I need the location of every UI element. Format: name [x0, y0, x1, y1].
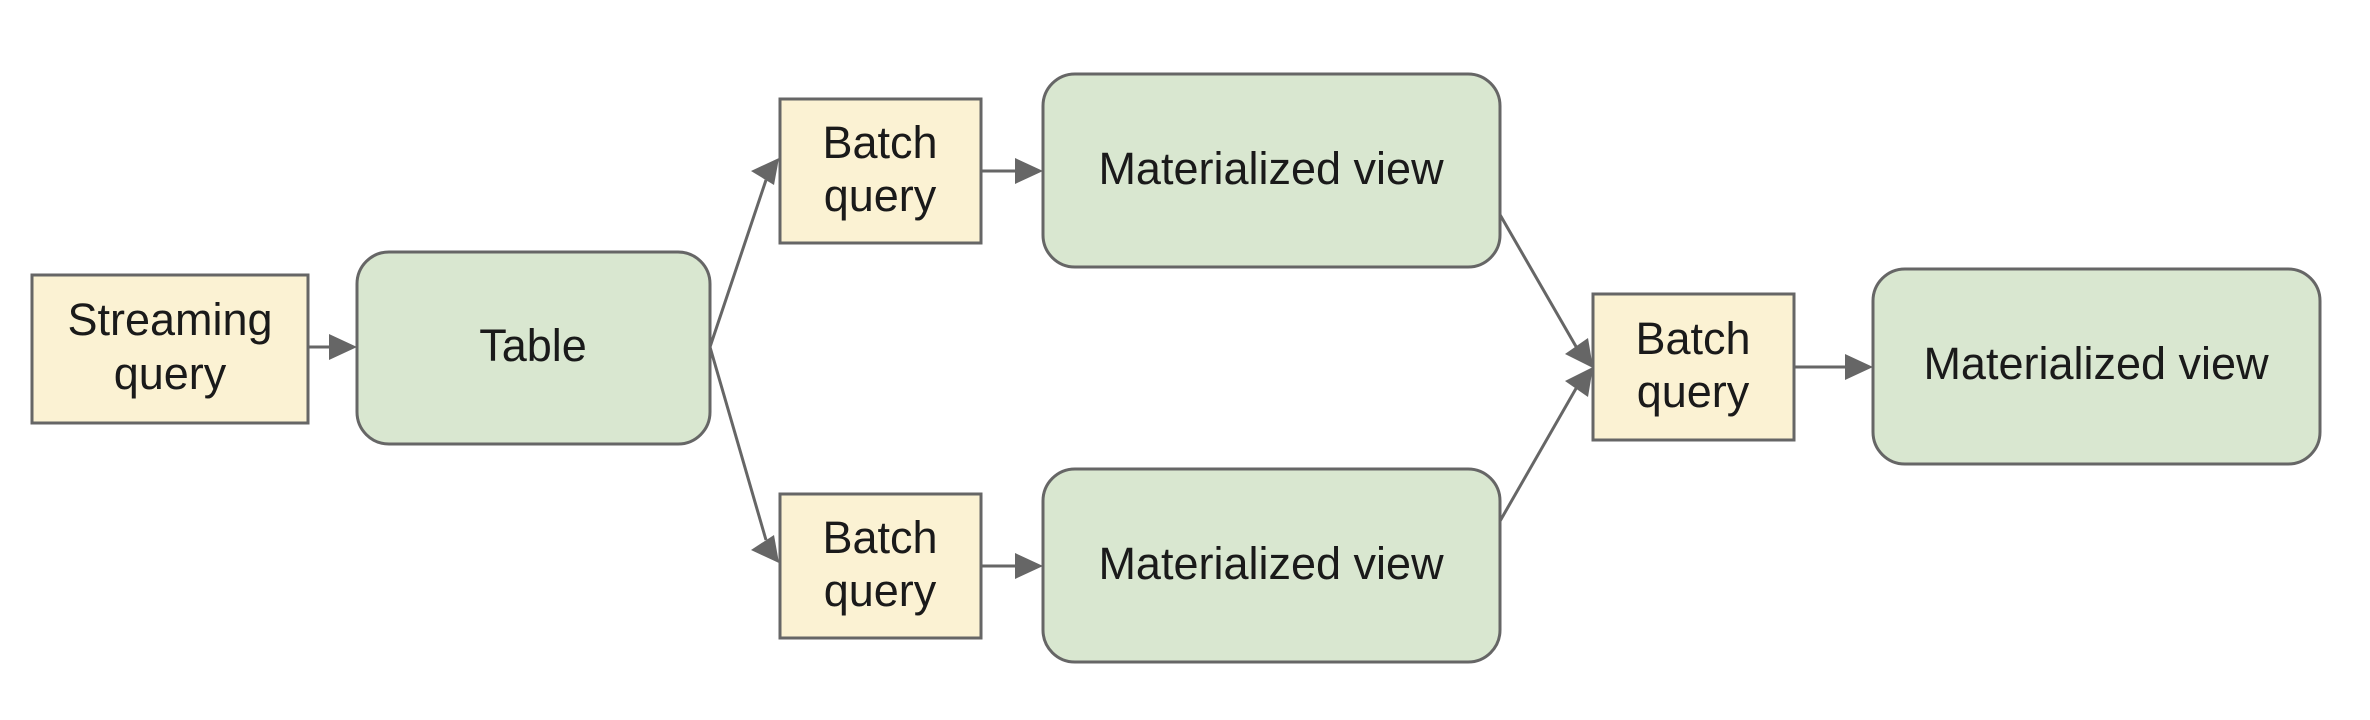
batch-query-merge-label-line2: query — [1637, 366, 1750, 417]
node-materialized-view-final[interactable]: Materialized view — [1871, 267, 2322, 466]
materialized-view-bottom-box[interactable] — [1041, 467, 1502, 664]
edge-batch-query-bottom-to-materialized-view-bottom — [981, 553, 1043, 579]
edge-batch-query-top-to-materialized-view-top — [981, 158, 1043, 184]
node-materialized-view-top[interactable]: Materialized view — [1041, 72, 1502, 269]
materialized-view-final-label: Materialized view — [1923, 338, 2269, 389]
node-streaming-query[interactable]: Streaming query — [30, 273, 310, 425]
node-batch-query-bottom[interactable]: Batch query — [778, 492, 983, 640]
batch-query-top-label-line2: query — [824, 170, 937, 221]
edge-table-to-batch-query-top — [708, 158, 779, 348]
materialized-view-bottom-label: Materialized view — [1098, 538, 1444, 589]
batch-query-top-label-line1: Batch — [822, 117, 937, 168]
batch-query-merge-label-line1: Batch — [1635, 313, 1750, 364]
batch-query-top-box[interactable] — [778, 97, 983, 245]
node-table[interactable]: Table — [355, 250, 712, 446]
streaming-query-label-line2: query — [114, 348, 227, 399]
streaming-query-box[interactable] — [30, 273, 310, 425]
materialized-view-top-label: Materialized view — [1098, 143, 1444, 194]
node-batch-query-merge[interactable]: Batch query — [1591, 292, 1796, 442]
table-label: Table — [479, 320, 587, 371]
edge-streaming-query-to-table — [309, 334, 357, 360]
materialized-view-top-box[interactable] — [1041, 72, 1502, 269]
edge-batch-query-merge-to-materialized-view-final — [1793, 354, 1873, 380]
materialized-view-final-box[interactable] — [1871, 267, 2322, 466]
streaming-query-label-line1: Streaming — [67, 294, 272, 345]
edge-table-to-batch-query-bottom — [708, 346, 779, 563]
node-batch-query-top[interactable]: Batch query — [778, 97, 983, 245]
batch-query-merge-box[interactable] — [1591, 292, 1796, 442]
table-box[interactable] — [355, 250, 712, 446]
node-materialized-view-bottom[interactable]: Materialized view — [1041, 467, 1502, 664]
batch-query-bottom-label-line1: Batch — [822, 512, 937, 563]
batch-query-bottom-label-line2: query — [824, 565, 937, 616]
batch-query-bottom-box[interactable] — [778, 492, 983, 640]
